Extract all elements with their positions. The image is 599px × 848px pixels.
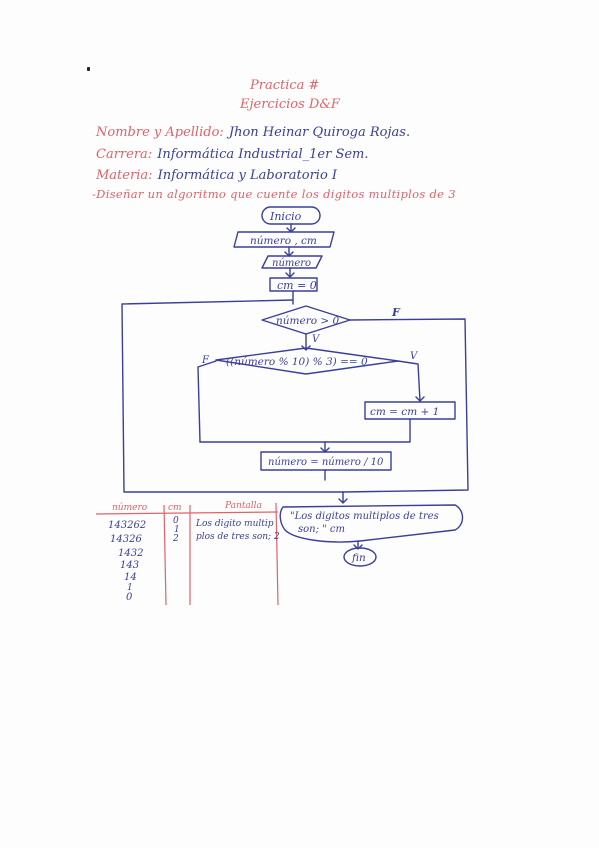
loop-false-label: F (391, 306, 401, 319)
increment-text: cm = cm + 1 (370, 406, 439, 418)
pantalla-line: Los digito multip (195, 519, 274, 529)
divide-text: número = número / 10 (268, 457, 384, 468)
flow-arrow (320, 441, 330, 453)
end-terminator (343, 547, 377, 567)
table-header-cm: cm (168, 503, 182, 513)
numero-value: 1 (127, 583, 133, 593)
start-text: Inicio (269, 210, 302, 223)
table-header-numero: número (112, 502, 148, 513)
numero-value: 14326 (110, 534, 142, 545)
ink-dot (87, 67, 90, 71)
loop-return-path (121, 299, 344, 493)
problem-statement: -Diseñar un algoritmo que cuente los dig… (92, 187, 456, 201)
numero-value: 143 (120, 560, 139, 571)
name-label: Nombre y Apellido: (96, 125, 224, 140)
output-text-line1: "Los digitos multiplos de tres (290, 511, 439, 522)
check-true-label: V (410, 351, 419, 362)
cm-value: 2 (172, 534, 179, 544)
course-value: Informática Industrial_1er Sem. (157, 147, 369, 162)
output-text-line2: son; " cm (298, 524, 345, 535)
read-input-text: número (272, 258, 311, 269)
numero-value: 14 (124, 572, 137, 583)
input-vars-text: número , cm (250, 235, 317, 247)
pantalla-line: plos de tres son; 2 (196, 532, 280, 542)
cm-value: 1 (174, 525, 180, 535)
flow-arrow (286, 223, 296, 233)
numero-value: 1432 (118, 548, 143, 559)
merge-path (199, 418, 411, 443)
numero-value: 0 (126, 592, 133, 603)
output-display (279, 504, 464, 543)
check-true-path (397, 360, 425, 402)
process-divide (260, 451, 392, 471)
table-header-pantalla: Pantalla (224, 501, 262, 511)
flow-arrow (285, 267, 295, 278)
input-box-read (261, 255, 323, 269)
check-text: ((número % 10) % 3) == 0 (226, 356, 368, 368)
page-subtitle: Ejercicios D&F (240, 97, 340, 112)
cm-value: 0 (173, 516, 179, 526)
subject-value: Informática y Laboratorio I (157, 168, 338, 183)
loop-text: número > 0 (276, 315, 340, 327)
student-course-row: Carrera: Informática Industrial_1er Sem. (96, 143, 369, 162)
student-name-row: Nombre y Apellido: Jhon Heinar Quiroga R… (96, 121, 410, 140)
student-subject-row: Materia: Informática y Laboratorio I (96, 164, 337, 183)
end-text: fin (351, 552, 366, 564)
check-false-path (197, 360, 217, 443)
trace-table-grid (95, 502, 279, 606)
course-label: Carrera: (96, 147, 153, 162)
loop-true-label: V (312, 334, 321, 345)
subject-label: Materia: (96, 168, 153, 183)
false-exit-path (342, 318, 469, 493)
check-false-label: F (201, 355, 210, 366)
page-title: Practica # (250, 78, 320, 93)
flow-arrow (338, 491, 348, 504)
numero-value: 143262 (108, 520, 146, 531)
input-box-vars (233, 231, 335, 248)
init-text: cm = 0 (277, 279, 317, 292)
name-value: Jhon Heinar Quiroga Rojas. (228, 125, 411, 140)
flow-arrow (284, 246, 294, 257)
